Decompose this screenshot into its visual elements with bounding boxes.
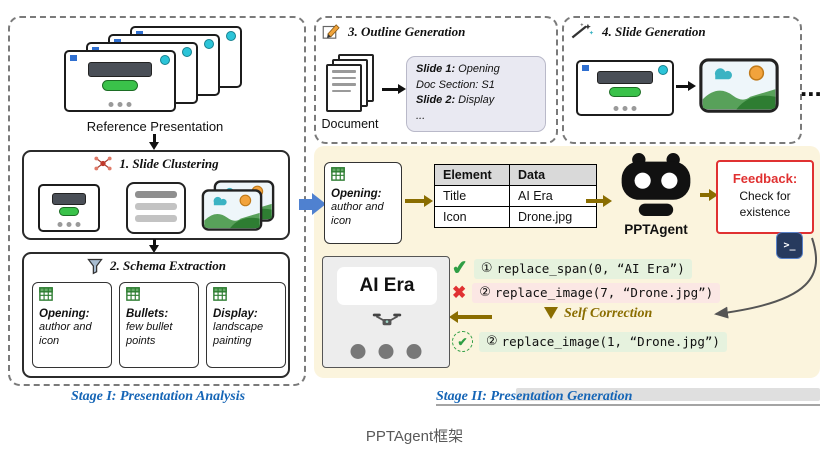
- logo-placeholder-icon: [582, 65, 589, 71]
- rendered-slide-preview: AI Era: [322, 256, 450, 368]
- cell-icon: Icon: [434, 206, 510, 228]
- reference-slide-stack: [64, 26, 254, 118]
- slide-thumbnail-front: [64, 50, 176, 112]
- table-row: Title AI Era: [434, 185, 597, 207]
- table-grid-icon: [39, 287, 53, 301]
- schema-card-desc: author and icon: [39, 321, 92, 348]
- table-grid-icon: [126, 287, 140, 301]
- flow-arrow-right: [405, 199, 425, 203]
- media-badge-icon: [160, 55, 170, 65]
- document-label: Document: [321, 117, 379, 131]
- schema-card-title: Display:: [213, 308, 258, 320]
- api-call-text: replace_span(0, “AI Era”): [496, 260, 685, 276]
- generated-image-slide-icon: [699, 58, 779, 113]
- figure-caption: PPTAgent框架: [365, 428, 464, 445]
- pencil-paper-icon: [322, 24, 340, 39]
- pptagent-label: PPTAgent: [624, 222, 688, 237]
- api-call-text: replace_image(7, “Drone.jpg”): [494, 285, 714, 300]
- outline-preview-box: Slide 1: Opening Doc Section: S1 Slide 2…: [406, 56, 546, 132]
- flow-arrow-right: [586, 199, 604, 203]
- feedback-loop-arrow: [714, 237, 817, 319]
- magic-wand-icon: [571, 22, 594, 39]
- schema-card-bullets: Bullets: few bullet points: [119, 282, 199, 368]
- slide-generation-title: 4. Slide Generation: [602, 24, 706, 39]
- flow-arrow-left: [458, 315, 492, 319]
- schema-card-title: Bullets:: [126, 308, 169, 320]
- stage2-label: Stage II: Presentation Generation: [436, 389, 633, 404]
- schema-card-title: Opening:: [331, 188, 382, 200]
- step-number: ①: [480, 260, 493, 276]
- outline-line: Slide 1: Opening: [416, 63, 500, 75]
- cross-icon: [452, 283, 466, 303]
- watermark-underline: [436, 404, 820, 406]
- document-icon: [326, 54, 378, 114]
- feedback-title: Feedback:: [732, 171, 798, 186]
- schema-card-desc: landscape painting: [213, 321, 264, 348]
- step-number: ②: [479, 285, 491, 300]
- schema-card-opening-gen: Opening: author and icon: [324, 162, 402, 244]
- terminal-prompt-glyph: >_: [783, 240, 796, 251]
- schema-card-desc: author and icon: [331, 201, 384, 228]
- slide-clustering-title: 1. Slide Clustering: [119, 155, 219, 171]
- code-line-1: ① replace_span(0, “AI Era”): [452, 257, 692, 280]
- code-line-3: ② replace_image(1, “Drone.jpg”): [452, 331, 727, 352]
- cluster-thumb-bullets: [126, 182, 186, 234]
- flow-arrow-down: [153, 134, 156, 142]
- outline-line: Doc Section: S1: [416, 78, 495, 91]
- network-cluster-icon: [94, 156, 112, 171]
- generated-slide-thumb: [576, 60, 674, 116]
- flow-arrow-right: [700, 193, 710, 197]
- schema-card-desc: few bullet points: [126, 321, 173, 348]
- stage1-label: Stage I: Presentation Analysis: [70, 389, 246, 404]
- schema-card-display: Display: landscape painting: [206, 282, 286, 368]
- more-slides-ellipsis: ...: [800, 72, 822, 102]
- table-header-row: Element Data: [434, 164, 597, 186]
- outline-line: Slide 2: Display: [416, 94, 495, 107]
- watermark-artifact: [516, 388, 820, 401]
- cluster-thumb-opening: [38, 184, 100, 232]
- table-row: Icon Drone.jpg: [434, 206, 597, 228]
- flow-arrow-right: [382, 88, 398, 91]
- flow-arrow-down: [153, 239, 156, 245]
- feedback-desc: Check for existence: [739, 189, 791, 219]
- pptagent-robot-icon: [621, 153, 691, 216]
- flow-arrow-right: [676, 85, 688, 88]
- media-badge-icon: [182, 47, 192, 57]
- slide-title: AI Era: [337, 267, 437, 305]
- drone-icon: [372, 313, 402, 326]
- cell-title: Title: [434, 185, 510, 207]
- col-header-data: Data: [509, 164, 597, 186]
- logo-placeholder-icon: [70, 55, 77, 61]
- table-grid-icon: [213, 287, 227, 301]
- api-call-text: replace_image(1, “Drone.jpg”): [501, 333, 720, 349]
- outline-line: ...: [416, 109, 426, 122]
- check-icon: [451, 256, 469, 281]
- media-badge-icon: [226, 31, 236, 41]
- outline-generation-title: 3. Outline Generation: [348, 24, 466, 39]
- step-number: ②: [486, 333, 498, 349]
- terminal-icon: >_: [776, 232, 803, 259]
- feedback-box: Feedback: Check for existence: [716, 160, 814, 234]
- self-correction-arrow-icon: [544, 307, 558, 319]
- funnel-icon: [87, 258, 103, 275]
- slide-placeholder-dots: [350, 344, 422, 359]
- schema-card-opening: Opening: author and icon: [32, 282, 112, 368]
- cell-title-value: AI Era: [509, 185, 597, 207]
- code-line-2: ② replace_image(7, “Drone.jpg”): [452, 283, 721, 303]
- self-correction-label: Self Correction: [564, 306, 653, 321]
- col-header-element: Element: [434, 164, 510, 186]
- slide-clustering-box: 1. Slide Clustering: [22, 150, 290, 240]
- schema-extraction-title: 2. Schema Extraction: [110, 258, 226, 273]
- table-grid-icon: [331, 167, 345, 181]
- landscape-slide-icon: [201, 189, 263, 231]
- reference-presentation-label: Reference Presentation: [86, 119, 224, 134]
- retry-check-icon: [452, 331, 473, 352]
- stage-transition-arrow-icon: [299, 193, 327, 216]
- media-badge-icon: [204, 39, 214, 49]
- cell-icon-value: Drone.jpg: [509, 206, 597, 228]
- cluster-thumb-display: [200, 180, 278, 232]
- media-badge-icon: [658, 65, 668, 75]
- schema-card-title: Opening:: [39, 308, 90, 320]
- element-data-table: Element Data Title AI Era Icon Drone.jpg: [434, 164, 597, 228]
